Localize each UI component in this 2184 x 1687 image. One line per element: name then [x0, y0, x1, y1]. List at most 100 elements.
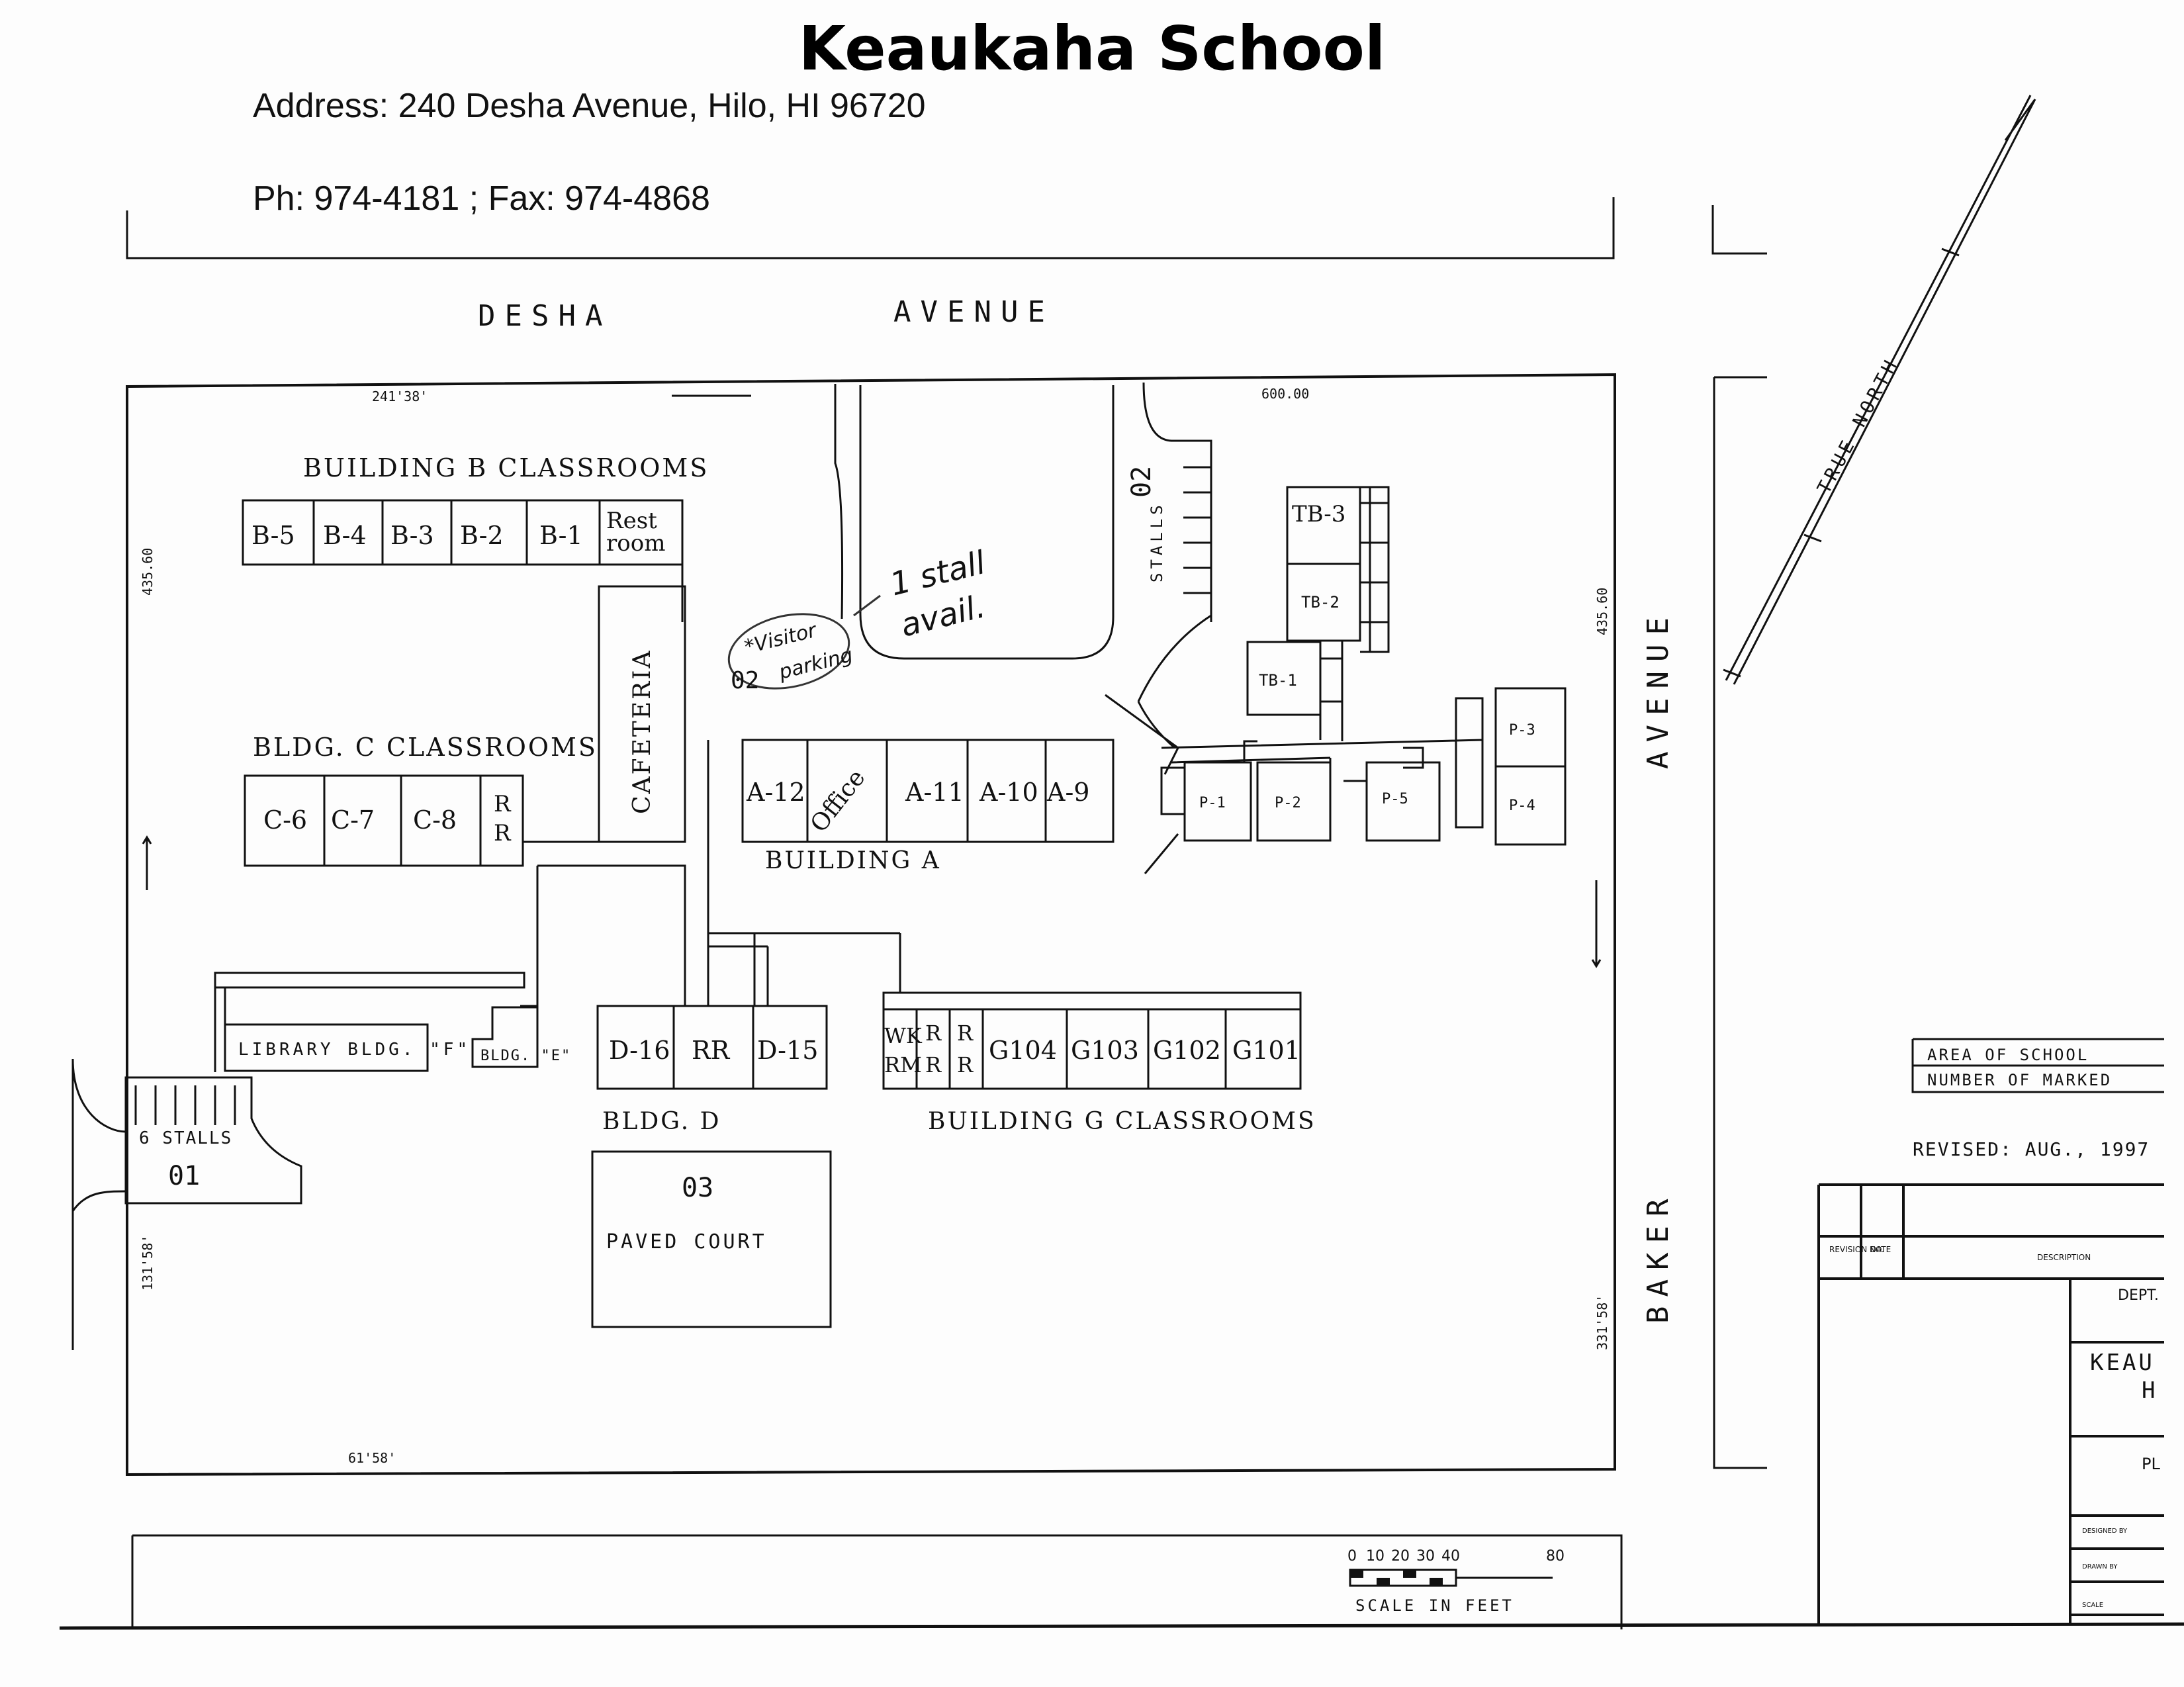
- building-a: [741, 739, 1115, 843]
- cafeteria-label: CAFETERIA: [629, 649, 656, 814]
- restroom-g1-line2: R: [925, 1052, 942, 1077]
- tb-dept: DEPT.: [2118, 1287, 2159, 1304]
- tb-drawn: DRAWN BY: [2082, 1563, 2118, 1571]
- room-a10: A-10: [979, 778, 1038, 807]
- dim-top-left: 241'38': [372, 388, 428, 404]
- room-b3: B-3: [390, 521, 434, 550]
- portable-p5-label: P-5: [1382, 791, 1408, 807]
- revised-date: REVISED: AUG., 1997: [1913, 1138, 2150, 1160]
- building-c-title: BLDG. C CLASSROOMS: [253, 733, 598, 762]
- building-tb1: [1246, 641, 1322, 716]
- room-g103: G103: [1071, 1036, 1139, 1065]
- tb-designed: DESIGNED BY: [2082, 1527, 2128, 1535]
- work-room-line1: WK: [884, 1023, 923, 1048]
- desha-avenue-north-edge: [126, 197, 1615, 259]
- building-a-title: BUILDING A: [765, 847, 941, 874]
- page-title: Keaukaha School: [798, 13, 1386, 84]
- building-b: [242, 499, 684, 566]
- desha-label-1: DESHA: [478, 299, 612, 333]
- room-d16: D-16: [609, 1036, 670, 1065]
- room-b5: B-5: [251, 521, 295, 550]
- building-d-title: BLDG. D: [602, 1108, 721, 1135]
- dim-left-lower: 131'58': [140, 1235, 156, 1291]
- tb-description: DESCRIPTION: [2037, 1253, 2091, 1262]
- dim-top-right: 600.00: [1261, 386, 1309, 402]
- tb3-label: TB-3: [1292, 501, 1345, 527]
- room-g101: G101: [1232, 1036, 1300, 1065]
- restroom-c-line2: R: [494, 820, 512, 846]
- portable-p1: [1183, 761, 1252, 842]
- bottom-baseline: [59, 1622, 2184, 1630]
- driveway-west-edge: [834, 384, 844, 619]
- scale-tick-30: 30: [1416, 1548, 1435, 1565]
- legend-marked: NUMBER OF MARKED: [1927, 1071, 2112, 1089]
- lot02-id: 02: [1126, 466, 1157, 498]
- legend-area: AREA OF SCHOOL: [1927, 1046, 2089, 1064]
- baker-avenue-east-edge: [1713, 376, 1767, 1469]
- work-room-line2: RM: [884, 1052, 922, 1077]
- room-c8: C-8: [413, 805, 457, 835]
- tb2-label: TB-2: [1301, 593, 1340, 612]
- building-tb2: [1286, 563, 1361, 642]
- cafeteria-building: [598, 585, 686, 843]
- restroom-d: RR: [692, 1036, 731, 1065]
- building-e: [471, 1006, 539, 1068]
- dim-bottom: 61'58': [348, 1450, 396, 1466]
- library-label: LIBRARY BLDG. "F": [238, 1040, 471, 1060]
- baker-label-avenue: AVENUE: [1641, 608, 1675, 769]
- tb-revision: REVISION NO.: [1829, 1245, 1884, 1254]
- lot01-id: 01: [168, 1161, 200, 1191]
- scale-tick-80: 80: [1546, 1548, 1565, 1565]
- scale-tick-40: 40: [1441, 1548, 1460, 1565]
- visitor-parking-id: 02: [731, 667, 759, 694]
- restroom-b-line2: room: [606, 530, 665, 557]
- portable-p2-label: P-2: [1275, 795, 1301, 811]
- portable-p2: [1256, 761, 1332, 842]
- tb-name-line2: H: [2142, 1377, 2155, 1404]
- scale-tick-20: 20: [1391, 1548, 1410, 1565]
- room-g102: G102: [1153, 1036, 1221, 1065]
- tb-name-line1: KEAU: [2090, 1349, 2155, 1376]
- portable-p4-label: P-4: [1509, 798, 1535, 814]
- parking-lot-01: [124, 1076, 302, 1205]
- true-north-arrow: [1725, 95, 2036, 685]
- room-g104: G104: [989, 1036, 1057, 1065]
- building-g-title: BUILDING G CLASSROOMS: [928, 1108, 1316, 1135]
- portable-p4: [1494, 765, 1567, 846]
- room-c6: C-6: [263, 805, 307, 835]
- legend-box: [1911, 1038, 2164, 1093]
- scale-tick-0: 0: [1347, 1548, 1357, 1565]
- paved-court: [591, 1150, 832, 1328]
- lot02-stalls-label: STALLS: [1148, 501, 1166, 582]
- covered-walkway: [214, 972, 525, 989]
- tb-scale: SCALE: [2082, 1602, 2103, 1609]
- dim-right-lower: 331'58': [1594, 1295, 1610, 1350]
- building-d: [596, 1005, 828, 1090]
- tb-plan: PL: [2142, 1455, 2160, 1473]
- library-building: [224, 1023, 429, 1072]
- bldg-e-label: BLDG. "E": [480, 1048, 571, 1064]
- restroom-c-line1: R: [494, 791, 512, 817]
- restroom-g2-line2: R: [957, 1052, 974, 1077]
- room-a9: A-9: [1046, 778, 1089, 807]
- building-c: [244, 774, 524, 867]
- restroom-b-line1: Rest: [606, 508, 657, 534]
- dim-right-upper: 435.60: [1594, 588, 1610, 635]
- visitor-parking-line1: *Visitor: [742, 619, 819, 659]
- portable-p1-label: P-1: [1199, 795, 1226, 811]
- room-a12: A-12: [746, 778, 805, 807]
- room-c7: C-7: [331, 805, 375, 835]
- address-text: Address: 240 Desha Avenue, Hilo, HI 9672…: [253, 87, 926, 125]
- desha-label-2: AVENUE: [893, 295, 1054, 329]
- paved-court-label: PAVED COURT: [606, 1230, 767, 1254]
- portable-p5: [1365, 761, 1441, 842]
- desha-avenue-east-edge: [1711, 205, 1767, 255]
- lot01-stalls-label: 6 STALLS: [139, 1128, 232, 1148]
- building-g: [882, 991, 1302, 1090]
- room-b1: B-1: [539, 521, 583, 550]
- office-label: Office: [805, 764, 871, 837]
- room-b2: B-2: [460, 521, 504, 550]
- baker-label: BAKER: [1641, 1190, 1675, 1324]
